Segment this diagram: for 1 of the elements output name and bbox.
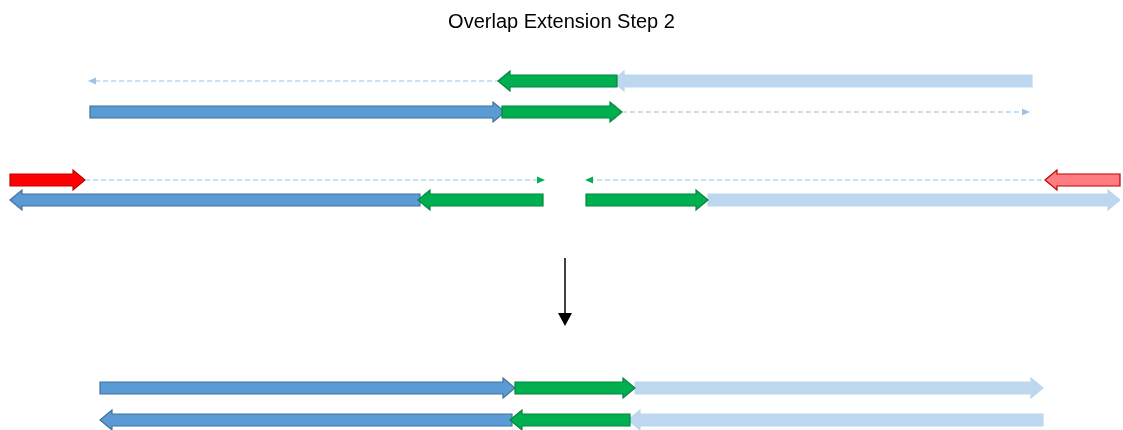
diagram-title: Overlap Extension Step 2 <box>448 10 675 32</box>
